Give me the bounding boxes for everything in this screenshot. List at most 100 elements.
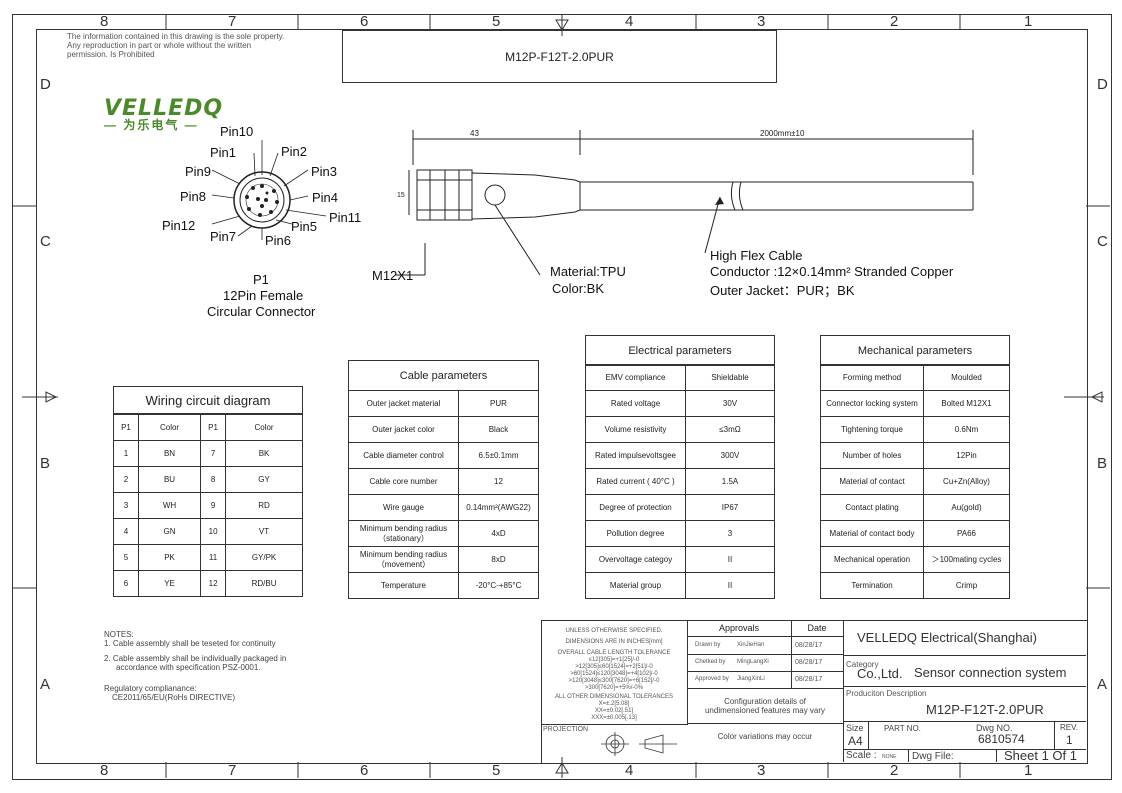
note-2b: accordance with specification PSZ-0001. <box>116 663 261 672</box>
wiring-cell: 1 <box>113 440 139 467</box>
zone-bottom-2: 2 <box>890 762 899 779</box>
wiring-title-text: Wiring circuit diagram <box>145 393 271 408</box>
pin11-label: Pin11 <box>329 210 362 225</box>
zone-bottom-4: 4 <box>625 762 634 779</box>
wiring-header: Color <box>225 413 303 441</box>
pin2-label: Pin2 <box>281 144 308 159</box>
tb-tol2: >12[305]≤60[1524]=+2[51]/-0 <box>575 664 653 670</box>
wiring-header: P1 <box>113 413 139 441</box>
zone-right-B: B <box>1097 455 1108 472</box>
cable-param-label: Wire gauge <box>348 494 459 521</box>
cable-params-title-text: Cable parameters <box>399 369 488 382</box>
cable-param-label: Outer jacket material <box>348 390 459 417</box>
zone-left-B: B <box>40 455 51 472</box>
wiring-header: Color <box>137 413 202 441</box>
connector-p1-label: P1 <box>253 272 269 287</box>
tolerance-block: UNLESS OTHERWISE SPECIFIED. DIMENSIONS A… <box>541 620 688 725</box>
cable-param-value: 0.14mm²(AWG22) <box>458 494 539 521</box>
wiring-cell: 11 <box>200 544 227 571</box>
wiring-header: P1 <box>200 413 227 441</box>
tb-approved-row: Approved by JiangXinLi 08/28/17 <box>687 671 843 689</box>
cable-param-value: 4xD <box>458 520 539 547</box>
tb-divider-4 <box>1054 721 1055 749</box>
wiring-cell: GY/PK <box>225 544 303 571</box>
electrical-value: 1.5A <box>685 468 775 495</box>
cable-param-label: Cable diameter control <box>348 442 459 469</box>
tb-category: Sensor connection system <box>914 665 1067 680</box>
electrical-value: II <box>685 572 775 599</box>
projection-symbol-icon <box>601 732 677 756</box>
callout-color: Color:BK <box>552 281 605 296</box>
wiring-cell: BN <box>137 440 202 467</box>
cable-param-label: Temperature <box>348 572 459 599</box>
dim-15: 15 <box>397 192 405 199</box>
pin5-label: Pin5 <box>291 219 318 234</box>
electrical-value: 3 <box>685 520 775 547</box>
tb-divider-2 <box>843 721 1086 722</box>
tb-rev-label: REV. <box>1060 723 1078 732</box>
notes-block: NOTES: 1. Cable assembly shall be tesete… <box>104 630 286 702</box>
pin1-label: Pin1 <box>210 145 237 160</box>
connector-type-label: 12Pin Female <box>223 288 304 303</box>
wiring-cell: RD/BU <box>225 570 303 597</box>
tb-divider-7 <box>996 749 997 762</box>
zone-bottom-8: 8 <box>100 762 109 779</box>
tb-drawn-label: Drawn by <box>695 642 721 648</box>
wiring-cell: PK <box>137 544 202 571</box>
tb-scale: NONE <box>882 754 897 760</box>
zone-top-2: 2 <box>890 13 899 30</box>
wiring-cell: 4 <box>113 518 139 545</box>
reg-text: CE2011/65/EU(RoHs DIRECTIVE) <box>112 693 235 702</box>
electrical-value: IP67 <box>685 494 775 521</box>
zone-left-D: D <box>40 76 51 93</box>
note-1: 1. Cable assembly shall be teseted for c… <box>104 639 276 648</box>
tb-checked-date: 08/28/17 <box>795 659 823 666</box>
tb-divider-1 <box>843 686 1086 687</box>
mechanical-label: Termination <box>820 572 924 599</box>
tb-dimtol-head: ALL OTHER DIMENSIONAL TOLERANCES <box>554 694 674 700</box>
zone-bottom-5: 5 <box>492 762 501 779</box>
tb-divider-5 <box>843 749 1086 750</box>
mechanical-label: Tightening torque <box>820 416 924 443</box>
mechanical-title: Mechanical parameters <box>820 335 1010 366</box>
electrical-title: Electrical parameters <box>585 335 775 366</box>
zone-bottom-7: 7 <box>228 762 237 779</box>
tb-checked-label: Chetked by <box>695 659 726 665</box>
tb-company: VELLEDQ Electrical(Shanghai) Co.,Ltd. <box>843 620 1086 681</box>
cable-param-label: Cable core number <box>348 468 459 495</box>
tb-approved-name: JiangXinLi <box>737 676 765 682</box>
electrical-label: Rated current ( 40°C ) <box>585 468 686 495</box>
tb-checked-row: Chetked by MingLangXi 08/28/17 <box>687 654 843 672</box>
electrical-label: Pollution degree <box>585 520 686 547</box>
zone-right-C: C <box>1097 233 1108 250</box>
electrical-label: Degree of protection <box>585 494 686 521</box>
tb-date-header: Date <box>791 620 843 637</box>
tb-approvals-header: Approvals <box>687 620 792 637</box>
pin3-label: Pin3 <box>311 164 338 179</box>
tb-category-label: Category <box>846 660 879 669</box>
electrical-value: Shieldable <box>685 364 775 391</box>
tb-tol4: >120[3048]≤300[7620]=+6[152]/-0 <box>568 678 660 684</box>
tb-prod-desc: M12P-F12T-2.0PUR <box>926 702 1044 717</box>
wiring-cell: GY <box>225 466 303 493</box>
mechanical-label: Number of holes <box>820 442 924 469</box>
zone-top-7: 7 <box>228 13 237 30</box>
cable-side-view <box>395 130 974 276</box>
zone-right-A: A <box>1097 676 1108 693</box>
tb-checked-name: MingLangXi <box>737 659 769 665</box>
cable-param-value: 6.5±0.1mm <box>458 442 539 469</box>
connector-desc-label: Circular Connector <box>207 304 316 319</box>
velledq-logo-cn: — 为乐电气 — <box>104 118 199 132</box>
tb-tol3: >60[1524]≤120[3048]=+4[102]/-0 <box>570 671 658 677</box>
zone-top-5: 5 <box>492 13 501 30</box>
cable-param-value: PUR <box>458 390 539 417</box>
mechanical-value: Bolted M12X1 <box>923 390 1010 417</box>
wiring-cell: GN <box>137 518 202 545</box>
zone-bottom-3: 3 <box>757 762 766 779</box>
tb-dt1: X=±.2[5.08] <box>598 701 630 707</box>
electrical-label: Rated impulsevoltsgee <box>585 442 686 469</box>
approvals-block <box>687 620 844 762</box>
wiring-cell: 10 <box>200 518 227 545</box>
